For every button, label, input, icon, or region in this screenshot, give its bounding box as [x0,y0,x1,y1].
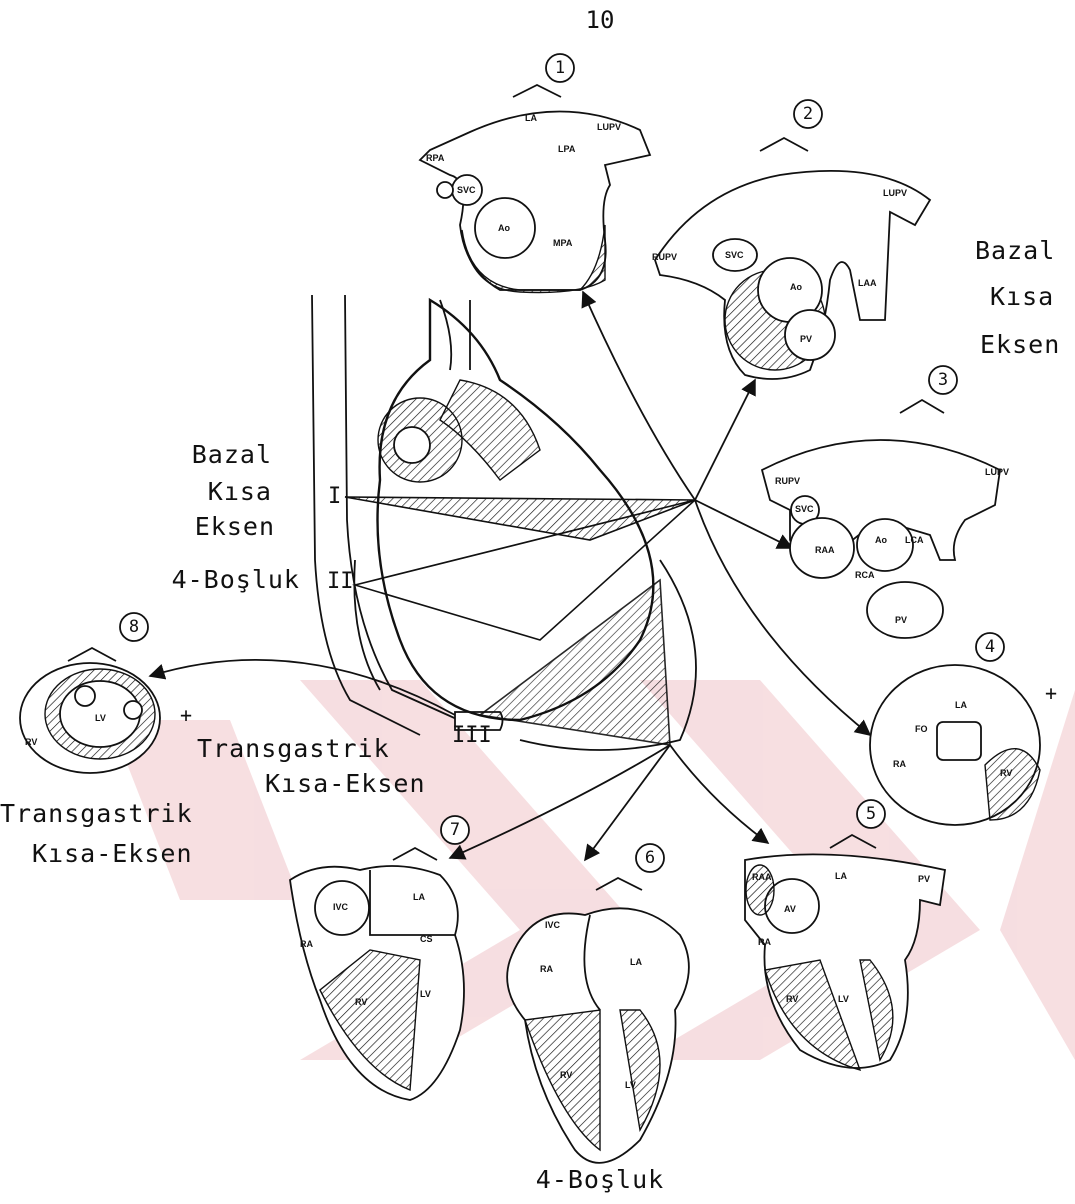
transgastric-left-line1: Transgastrik [0,799,193,828]
v3-laa: LAA [858,278,877,288]
label-4-bosluk-left: 4-Boşluk [172,565,300,594]
v3-lupv: LUPV [883,188,907,198]
v2-raa: RAA [815,545,835,555]
v6-ivc: IVC [545,920,561,930]
bazal-right-line3: Eksen [980,330,1060,359]
v6-lv: LV [625,1080,636,1090]
v7-ra: RA [300,939,313,949]
bazal-right-line1: Bazal [975,236,1055,265]
view-2: 3 RUPV LUPV SVC RAA Ao LCA RCA PV [762,366,1009,638]
view-3: 2 RUPV LUPV SVC Ao LAA PV [652,100,930,379]
plane-iii-label: III [452,723,492,748]
v2-lupv: LUPV [985,467,1009,477]
v4-lupv: LUPV [597,122,621,132]
v7-rv: RV [355,997,367,1007]
view-8-number: 8 [129,617,139,637]
v1-rv: RV [1000,768,1012,778]
page-number: 10 [586,6,615,34]
v7-ivc: IVC [333,902,349,912]
v5-lv: LV [838,994,849,1004]
v2-pv: PV [895,615,907,625]
v2-rca: RCA [855,570,875,580]
bazal-right-line2: Kısa [990,282,1054,311]
view-1-number: 4 [985,637,995,657]
v4-lpa: LPA [558,144,576,154]
view-6-number: 6 [645,848,655,868]
v5-raa: RAA [752,872,772,882]
view-3-number: 2 [803,104,813,124]
v3-rupv: RUPV [652,252,677,262]
bazal-left-line3: Eksen [195,512,275,541]
transgastric-left-line2: Kısa-Eksen [32,839,193,868]
v1-ra: RA [893,759,906,769]
crosshair-icon-1: + [1045,681,1057,705]
v7-la: LA [413,892,425,902]
v5-la: LA [835,871,847,881]
plane-i-label: I [328,484,341,509]
v3-pv: PV [800,334,812,344]
transgastric-inline-line1: Transgastrik [197,734,390,763]
view-7-number: 7 [450,820,460,840]
v5-ra: RA [758,937,771,947]
v2-svc: SVC [795,504,814,514]
v1-la: LA [955,700,967,710]
view-4-number: 1 [555,58,565,78]
view-5-number: 5 [866,804,876,824]
crosshair-icon-8: + [180,703,192,727]
v6-rv: RV [560,1070,572,1080]
v6-la: LA [630,957,642,967]
v8-lv: LV [95,713,106,723]
bazal-left-line1: Bazal [192,440,272,469]
v7-lv: LV [420,989,431,999]
label-bazal-right: Bazal Kısa Eksen [975,236,1060,359]
view-4: 1 LA LUPV RPA LPA SVC Ao MPA [420,54,650,293]
v4-mpa: MPA [553,238,573,248]
v8-rv: RV [25,737,37,747]
v2-rupv: RUPV [775,476,800,486]
v3-svc: SVC [725,250,744,260]
v5-av: AV [784,904,796,914]
v4-rpa: RPA [426,153,445,163]
bazal-left-line2: Kısa [208,477,272,506]
v2-lca: LCA [905,535,924,545]
v6-ra: RA [540,964,553,974]
v2-ao: Ao [875,535,887,545]
v4-ao: Ao [498,223,510,233]
v5-pv: PV [918,874,930,884]
view-1: 4 LA FO RA RV + [870,633,1057,825]
v5-rv: RV [786,994,798,1004]
v4-svc: SVC [457,185,476,195]
plane-ii-label: II [327,569,354,594]
v3-ao: Ao [790,282,802,292]
label-bazal-left: Bazal Kısa Eksen [192,440,275,541]
v4-la: LA [525,113,537,123]
view-2-number: 3 [938,370,948,390]
v7-cs: CS [420,934,433,944]
transgastric-inline-line2: Kısa-Eksen [265,769,426,798]
v1-fo: FO [915,724,928,734]
label-4-bosluk-bottom: 4-Boşluk [536,1165,664,1194]
